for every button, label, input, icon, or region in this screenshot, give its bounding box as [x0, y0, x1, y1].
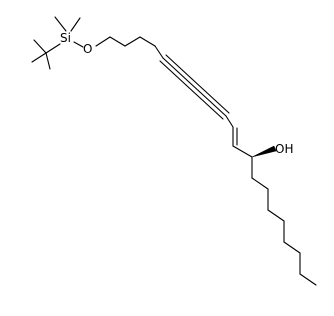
heptyl-chain	[251, 156, 317, 286]
bond	[283, 241, 301, 254]
bond	[54, 16, 67, 32]
bond	[139, 36, 156, 47]
alkene-double-bond	[232, 126, 238, 147]
bond	[31, 52, 47, 63]
bond	[162, 57, 190, 83]
silicon-label: Si	[60, 31, 71, 45]
bond	[45, 52, 51, 70]
bond	[154, 45, 164, 59]
bond	[159, 60, 187, 86]
bond	[95, 36, 111, 47]
alkyne-1	[159, 54, 193, 86]
bond	[188, 81, 227, 117]
hydroxyl-label: OH	[275, 142, 293, 156]
bond	[299, 273, 317, 286]
bond	[185, 84, 224, 120]
tert-butyl-group	[31, 39, 61, 70]
bond	[109, 36, 126, 47]
bond	[267, 209, 285, 222]
bond	[33, 39, 47, 54]
propyl-linker	[95, 36, 164, 59]
bond	[251, 177, 269, 190]
ether-oxygen-label: O	[83, 42, 92, 56]
si-o-bond	[73, 41, 84, 48]
bond	[165, 54, 193, 80]
bond	[191, 78, 230, 114]
alkyne-2	[185, 78, 230, 120]
bond	[70, 17, 81, 32]
bond	[225, 115, 234, 128]
silicon-methyl-groups	[54, 16, 81, 32]
wedge-bond	[251, 145, 277, 158]
bond	[232, 145, 253, 158]
bond	[45, 43, 61, 54]
bond	[124, 36, 141, 47]
